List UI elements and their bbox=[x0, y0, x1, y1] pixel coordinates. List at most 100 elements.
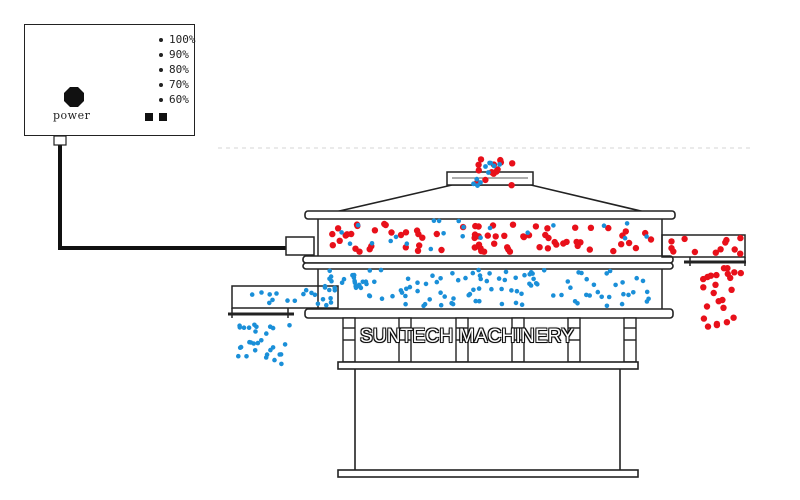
fine-particle bbox=[267, 324, 273, 330]
fine-particle bbox=[559, 292, 564, 298]
fine-particle bbox=[514, 288, 520, 294]
level-70[interactable]: 70% bbox=[159, 79, 189, 91]
fine-particle bbox=[644, 289, 650, 295]
coarse-particle bbox=[704, 323, 712, 330]
fine-particle bbox=[272, 357, 277, 363]
fine-particle bbox=[255, 340, 261, 346]
fine-particle bbox=[474, 176, 480, 182]
fine-particle bbox=[565, 279, 571, 284]
coarse-outlet bbox=[661, 234, 746, 266]
fine-particle bbox=[403, 301, 408, 307]
fine-particle bbox=[315, 301, 321, 307]
top-frame bbox=[304, 210, 676, 220]
fine-particle bbox=[282, 342, 288, 347]
fine-particle bbox=[236, 353, 241, 359]
coarse-particle bbox=[610, 247, 617, 255]
fine-particle bbox=[606, 294, 612, 300]
coarse-particle bbox=[670, 248, 677, 255]
fine-particle bbox=[620, 280, 625, 285]
fine-particle bbox=[503, 269, 509, 275]
fine-particle bbox=[634, 275, 639, 281]
fine-particle bbox=[436, 218, 442, 224]
fine-particle bbox=[353, 285, 359, 291]
coarse-particle bbox=[587, 224, 595, 231]
level-90[interactable]: 90% bbox=[159, 49, 189, 61]
fine-particle bbox=[591, 282, 597, 288]
fine-particle bbox=[427, 297, 433, 302]
coarse-particle bbox=[415, 230, 422, 238]
springs bbox=[342, 317, 637, 363]
fine-particle bbox=[442, 294, 448, 299]
fine-particle bbox=[477, 298, 482, 304]
fine-particle bbox=[244, 354, 249, 359]
level-100[interactable]: 100% bbox=[159, 34, 196, 46]
coarse-particle bbox=[402, 229, 410, 236]
fine-particle bbox=[398, 288, 404, 293]
fine-particle bbox=[584, 276, 589, 282]
fine-particle bbox=[470, 270, 476, 276]
fine-particle bbox=[259, 338, 264, 343]
fine-particle bbox=[535, 282, 540, 287]
middle-frame-upper bbox=[302, 255, 674, 264]
coarse-particle bbox=[727, 274, 734, 282]
coarse-particle bbox=[542, 231, 549, 239]
fine-particle bbox=[497, 162, 502, 167]
fine-particle bbox=[587, 293, 592, 298]
coarse-particle bbox=[717, 246, 724, 253]
bottom-frame bbox=[304, 308, 674, 319]
fine-particle bbox=[491, 163, 497, 169]
fine-particle bbox=[513, 275, 518, 281]
fine-particle bbox=[449, 300, 454, 306]
fine-particle bbox=[487, 271, 492, 276]
fine-particle bbox=[525, 230, 530, 235]
fine-particle bbox=[357, 284, 362, 289]
fine-particle bbox=[619, 301, 625, 307]
fine-particle bbox=[301, 291, 306, 297]
coarse-particle bbox=[329, 242, 336, 249]
fine-particle bbox=[339, 280, 345, 286]
level-dot-icon bbox=[159, 53, 163, 57]
fine-particle bbox=[430, 273, 435, 279]
fine-particle bbox=[438, 276, 443, 281]
coarse-particle bbox=[343, 231, 351, 238]
fine-particle bbox=[285, 298, 290, 303]
coarse-particle bbox=[536, 244, 543, 251]
fine-particle bbox=[431, 218, 437, 223]
coarse-particle bbox=[723, 236, 730, 244]
level-80[interactable]: 80% bbox=[159, 64, 189, 76]
fine-particle bbox=[601, 223, 607, 228]
fine-particle bbox=[341, 276, 347, 282]
fine-particle bbox=[379, 296, 385, 302]
fine-particle bbox=[253, 329, 258, 334]
fine-particle bbox=[247, 339, 252, 345]
control-box: power 100% 90% 80% 70% 60% bbox=[24, 24, 196, 136]
coarse-particle bbox=[493, 168, 500, 175]
fine-particle bbox=[328, 300, 334, 305]
coarse-particle bbox=[484, 232, 491, 239]
coarse-particle bbox=[509, 221, 517, 228]
coarse-particle bbox=[366, 246, 373, 253]
level-60[interactable]: 60% bbox=[159, 94, 189, 106]
coarse-particle bbox=[720, 304, 727, 311]
fine-particle bbox=[473, 298, 479, 304]
level-dot-icon bbox=[159, 83, 163, 87]
fine-particle bbox=[404, 241, 410, 246]
coarse-particle bbox=[482, 176, 489, 184]
fine-particle bbox=[423, 281, 429, 287]
fine-particle bbox=[640, 278, 646, 284]
coarse-particle bbox=[416, 242, 423, 249]
fine-particle bbox=[259, 290, 264, 295]
fine-particle bbox=[438, 302, 444, 308]
fine-particle bbox=[455, 277, 461, 283]
coarse-particle bbox=[501, 232, 508, 239]
fine-particle bbox=[451, 296, 456, 301]
fine-particle bbox=[519, 302, 525, 308]
power-button-icon[interactable] bbox=[63, 86, 85, 108]
coarse-particle bbox=[433, 230, 440, 238]
fine-particle bbox=[599, 294, 604, 300]
fine-particle bbox=[434, 279, 440, 285]
coarse-particle bbox=[647, 236, 655, 243]
coarse-particle bbox=[618, 241, 625, 248]
fine-particle bbox=[595, 289, 601, 295]
